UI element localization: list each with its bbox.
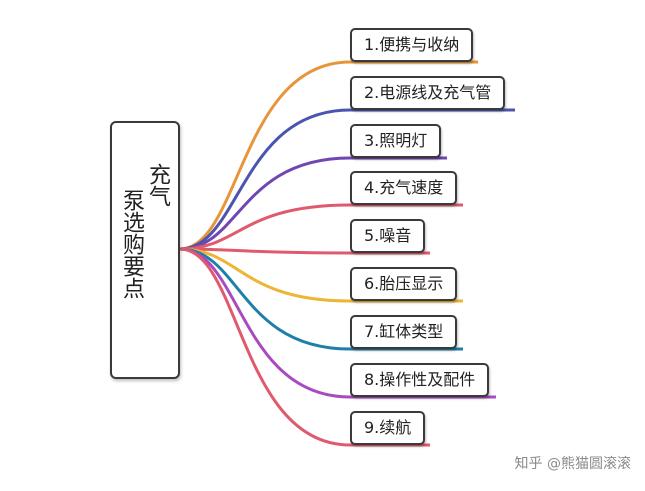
root-node[interactable]: 充气 泵选购要点 bbox=[110, 121, 180, 379]
branch-node-8[interactable]: 8.操作性及配件 bbox=[350, 363, 490, 397]
branch-node-9[interactable]: 9.续航 bbox=[350, 411, 426, 445]
branch-node-5[interactable]: 5.噪音 bbox=[350, 219, 426, 253]
branch-node-7[interactable]: 7.缸体类型 bbox=[350, 315, 458, 349]
branch-node-6[interactable]: 6.胎压显示 bbox=[350, 267, 458, 301]
connector-2 bbox=[179, 108, 515, 251]
connector-6 bbox=[179, 247, 463, 303]
connector-5 bbox=[179, 247, 430, 255]
branch-node-1[interactable]: 1.便携与收纳 bbox=[350, 28, 474, 62]
connector-7 bbox=[179, 247, 463, 351]
root-title-line-1: 充气 bbox=[145, 163, 170, 207]
watermark-text: 知乎 @熊猫圆滚滚 bbox=[514, 456, 631, 472]
branch-node-4[interactable]: 4.充气速度 bbox=[350, 171, 458, 205]
branch-node-2[interactable]: 2.电源线及充气管 bbox=[350, 76, 506, 110]
branch-node-3[interactable]: 3.照明灯 bbox=[350, 124, 442, 158]
connector-4 bbox=[179, 203, 463, 251]
root-title-line-2: 泵选购要点 bbox=[119, 189, 144, 299]
connector-3 bbox=[179, 156, 447, 251]
connector-9 bbox=[179, 247, 430, 447]
connector-1 bbox=[179, 60, 478, 251]
connector-8 bbox=[179, 247, 496, 399]
